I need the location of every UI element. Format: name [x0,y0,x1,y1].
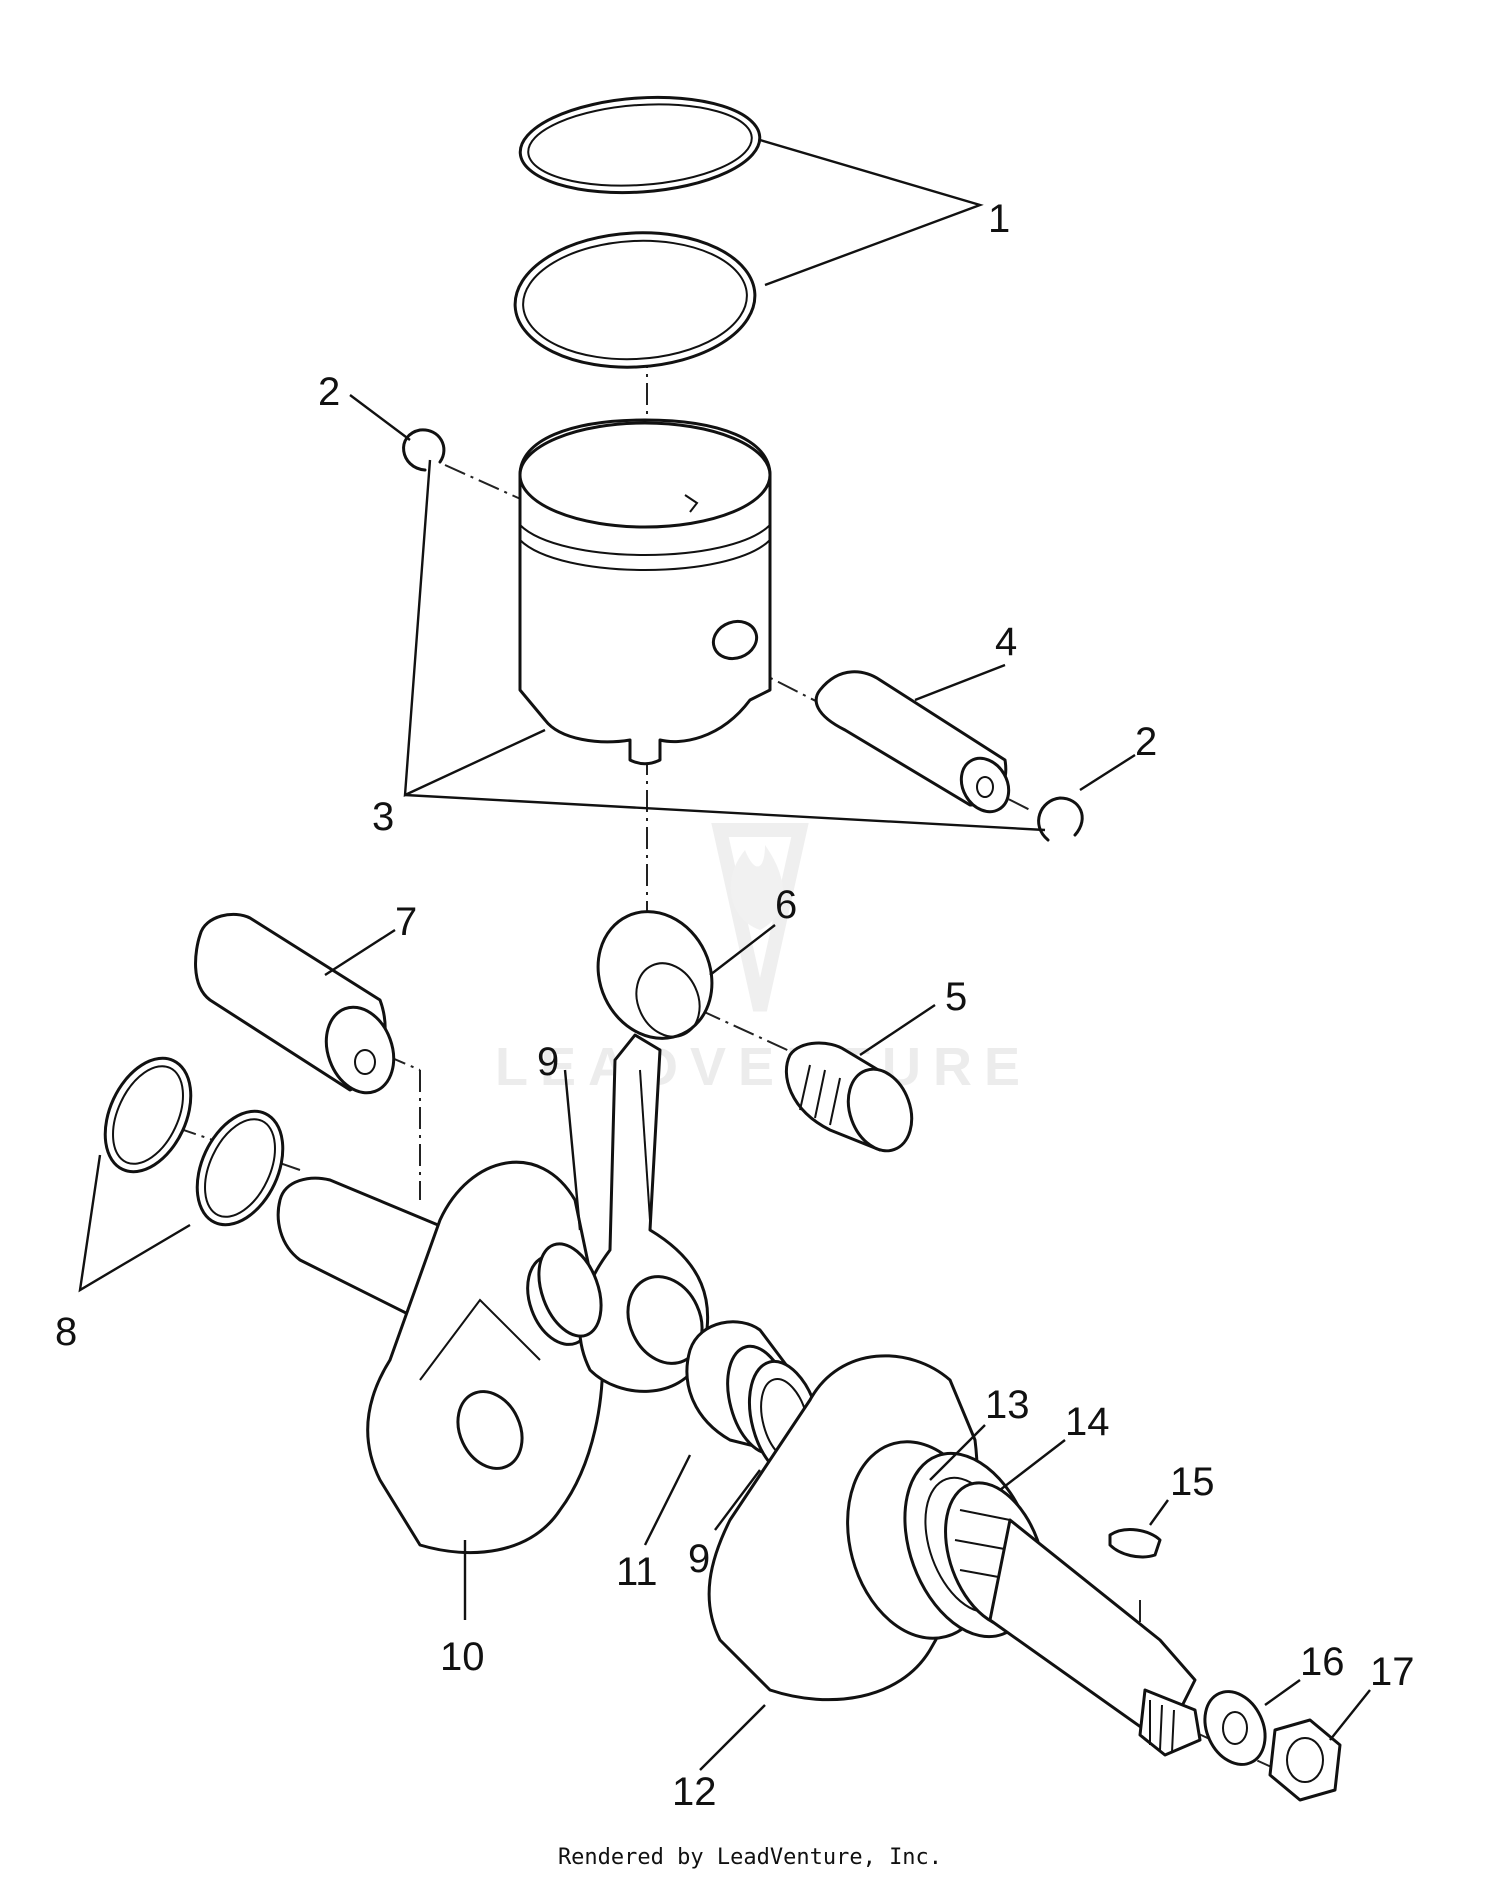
piston-ring-upper [518,95,762,195]
callout-9-upper: 9 [537,1040,559,1084]
piston [518,418,772,766]
callout-14: 14 [1065,1400,1110,1444]
callout-17: 17 [1370,1650,1415,1694]
piston-ring-lower [513,231,757,369]
leader-lines [78,138,1371,1771]
callout-4: 4 [995,620,1017,664]
thrust-washer-b [195,1109,285,1227]
circlip-right [1037,796,1084,842]
callout-3: 3 [372,795,394,839]
crankshaft-left-half [276,1160,605,1555]
watermark-text: LEADVENTURE [495,1037,1032,1097]
thrust-washer-a [103,1056,193,1174]
callout-5: 5 [945,975,967,1019]
washer-9-left [537,1242,603,1338]
render-credit: Rendered by LeadVenture, Inc. [557,1845,943,1870]
callout-12: 12 [672,1770,717,1814]
crankshaft-taper [988,1518,1202,1757]
callout-13: 13 [985,1383,1030,1427]
watermark-logo [711,823,809,1012]
callout-10: 10 [440,1635,485,1679]
callout-7: 7 [395,900,417,944]
callout-labels: 1 2 2 3 4 5 6 7 8 9 9 10 11 12 13 14 15 … [55,197,1415,1814]
connecting-rod [578,910,714,1393]
piston-pin [814,670,1011,814]
needle-bearing [784,1041,914,1153]
lock-washer [1203,1690,1267,1766]
callout-2-left: 2 [318,370,340,414]
callout-15: 15 [1170,1460,1215,1504]
crank-pin [194,912,396,1095]
callout-2-right: 2 [1135,720,1157,764]
callout-6: 6 [775,883,797,927]
callout-11: 11 [616,1550,658,1594]
callout-9-lower: 9 [688,1537,710,1581]
callout-1: 1 [988,197,1010,241]
circlip-left [402,428,446,472]
callout-16: 16 [1300,1640,1345,1684]
hex-nut [1268,1718,1342,1802]
woodruff-key [1108,1528,1162,1559]
callout-8: 8 [55,1310,77,1354]
